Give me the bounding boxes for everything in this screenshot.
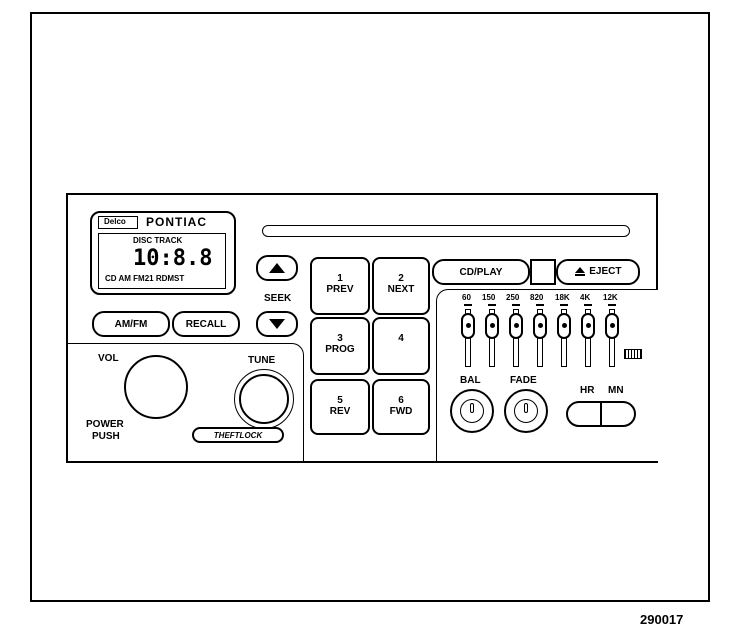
figure-number: 290017 (640, 612, 684, 627)
fade-knob[interactable] (504, 389, 548, 433)
eq-slider-knob[interactable] (557, 313, 571, 339)
seek-down-button[interactable] (256, 311, 298, 337)
push-label: PUSH (92, 431, 120, 442)
eq-slider-knob[interactable] (605, 313, 619, 339)
theftlock-indicator: THEFTLOCK (192, 427, 284, 443)
amfm-button[interactable]: AM/FM (92, 311, 170, 337)
balance-pointer-icon (470, 403, 474, 413)
seek-label: SEEK (264, 293, 292, 304)
indicator-text: DISC TRACK (133, 236, 183, 245)
tune-label: TUNE (248, 355, 276, 366)
eq-band-label: 60 (462, 293, 471, 302)
figure-frame (30, 12, 710, 602)
cd-play-eject-divider (530, 259, 556, 285)
preset-3-prog-button[interactable]: 3 PROG (310, 317, 370, 375)
hour-button[interactable] (566, 401, 602, 427)
eq-band-label: 150 (482, 293, 496, 302)
cd-slot (262, 225, 630, 237)
eq-tick (584, 304, 592, 306)
preset-1-prev-button[interactable]: 1 PREV (310, 257, 370, 315)
balance-knob-inner (460, 399, 484, 423)
eq-slider-knob[interactable] (533, 313, 547, 339)
eq-tick (488, 304, 496, 306)
eq-slider-knob[interactable] (485, 313, 499, 339)
eq-band-label: 12K (603, 293, 618, 302)
preset-4-button[interactable]: 4 (372, 317, 430, 375)
fade-pointer-icon (524, 403, 528, 413)
hr-label: HR (580, 385, 595, 396)
eq-logo-icon (624, 349, 642, 359)
power-label: POWER (86, 419, 124, 430)
volume-knob[interactable] (124, 355, 188, 419)
eq-slider-knob[interactable] (509, 313, 523, 339)
mn-label: MN (608, 385, 624, 396)
status-text: CD AM FM21 RDMST (105, 274, 185, 283)
eq-slider-knob[interactable] (461, 313, 475, 339)
eq-band-label: 4K (580, 293, 591, 302)
seek-up-button[interactable] (256, 255, 298, 281)
cd-play-button[interactable]: CD/PLAY (432, 259, 530, 285)
lcd-screen: DISC TRACK 10:8.8 CD AM FM21 RDMST (98, 233, 226, 289)
delco-badge: Delco (98, 216, 138, 229)
brand-logo: PONTIAC (146, 215, 207, 229)
up-arrow-icon (269, 263, 285, 273)
radio-faceplate: Delco PONTIAC DISC TRACK 10:8.8 CD AM FM… (66, 193, 658, 463)
eq-tick (512, 304, 520, 306)
eq-slider-knob[interactable] (581, 313, 595, 339)
preset-6-fwd-button[interactable]: 6 FWD (372, 379, 430, 435)
fade-label: FADE (510, 375, 537, 386)
eq-tick (560, 304, 568, 306)
fade-knob-inner (514, 399, 538, 423)
preset-2-next-button[interactable]: 2 NEXT (372, 257, 430, 315)
bal-label: BAL (460, 375, 481, 386)
eq-band-label: 250 (506, 293, 520, 302)
tune-knob[interactable] (239, 374, 289, 424)
down-arrow-icon (269, 319, 285, 329)
minute-button[interactable] (600, 401, 636, 427)
display-panel: Delco PONTIAC DISC TRACK 10:8.8 CD AM FM… (90, 211, 236, 295)
eq-tick (464, 304, 472, 306)
eject-button[interactable]: EJECT (556, 259, 640, 285)
recall-button[interactable]: RECALL (172, 311, 240, 337)
eq-tick (608, 304, 616, 306)
eq-band-label: 18K (555, 293, 570, 302)
eq-tick (536, 304, 544, 306)
eq-band-label: 820 (530, 293, 544, 302)
lcd-digits: 10:8.8 (133, 246, 213, 271)
preset-5-rev-button[interactable]: 5 REV (310, 379, 370, 435)
vol-label: VOL (98, 353, 119, 364)
eject-icon (575, 267, 586, 277)
